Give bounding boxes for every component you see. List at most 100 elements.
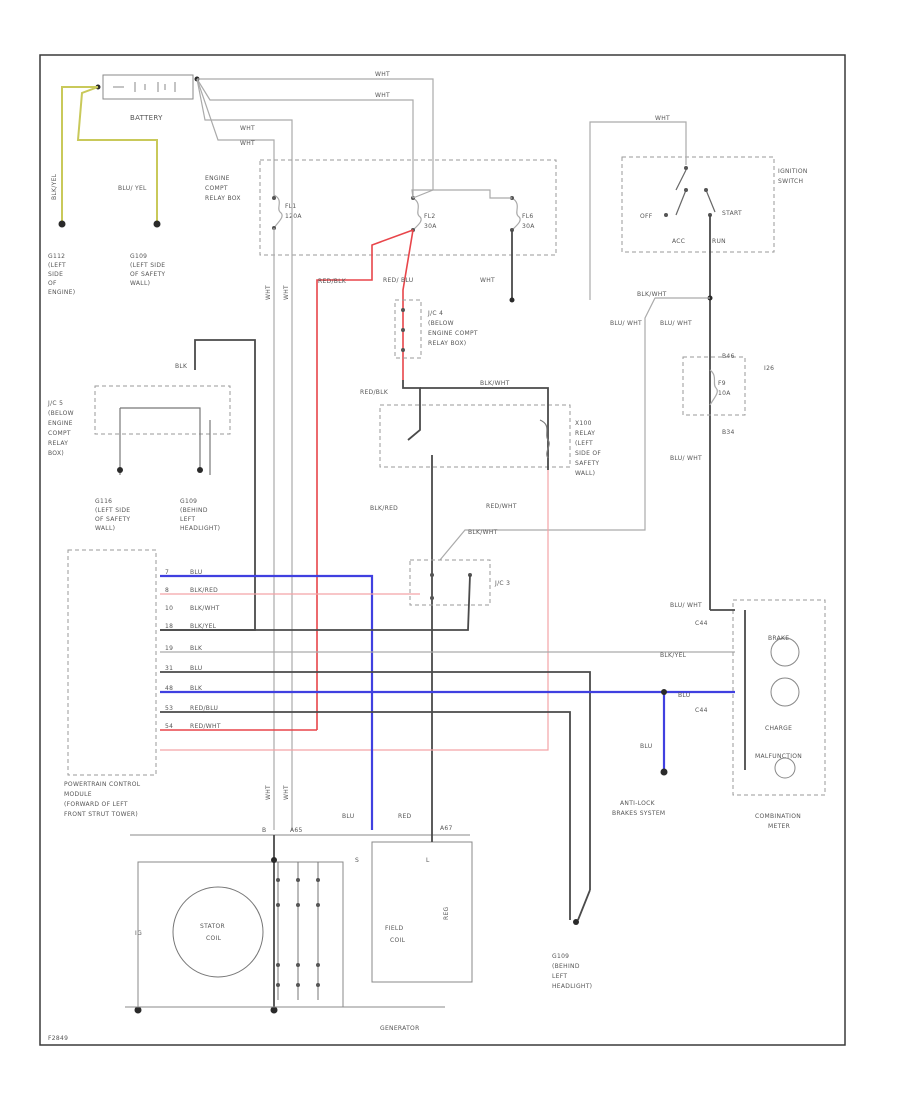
g109-bottom-label: G109 (BEHIND LEFT HEADLIGHT) — [552, 953, 592, 990]
svg-text:X100: X100 — [575, 420, 592, 427]
pcm-10-blk-wht-wire — [160, 574, 471, 631]
jc3-label: J/C 3 — [494, 580, 510, 587]
pcm-pin-wire-color: BLK — [190, 685, 203, 692]
blk-yel-wire-g112 — [61, 86, 98, 222]
svg-text:ENGINE: ENGINE — [48, 420, 73, 427]
connector-dot — [271, 857, 277, 863]
x100-relay-box — [379, 404, 571, 468]
svg-text:COIL: COIL — [206, 935, 222, 942]
svg-text:FIELD: FIELD — [385, 925, 404, 932]
svg-text:30A: 30A — [522, 223, 535, 230]
ground-g109-top — [153, 220, 161, 228]
svg-text:BOX): BOX) — [48, 450, 64, 457]
connector-c44: C44 — [695, 707, 708, 714]
fuse-fl2: FL2 30A — [411, 196, 437, 232]
wire-label: BLU/ YEL — [118, 185, 147, 192]
ground-wire — [577, 889, 591, 921]
wire-label: BLK/WHT — [637, 291, 667, 298]
svg-text:OF SAFETY: OF SAFETY — [130, 271, 165, 278]
battery-label: BATTERY — [130, 114, 163, 122]
svg-text:J/C 4: J/C 4 — [427, 310, 443, 317]
battery — [95, 74, 200, 100]
ignition-off-label: OFF — [640, 213, 653, 220]
g116-label: G116 (LEFT SIDE OF SAFETY WALL) — [95, 498, 130, 532]
svg-text:RELAY: RELAY — [48, 440, 68, 447]
connector-dot — [684, 188, 688, 192]
svg-text:FL2: FL2 — [424, 213, 436, 220]
wire-label: BLU — [678, 692, 690, 699]
diagram-code: F2849 — [48, 1035, 68, 1042]
fuse-fl6: FL6 30A — [510, 196, 535, 232]
connector-c44: C44 — [695, 620, 708, 627]
svg-text:WALL): WALL) — [95, 525, 115, 532]
connector-dot — [401, 348, 405, 352]
svg-text:LEFT: LEFT — [180, 516, 195, 523]
svg-text:G109: G109 — [180, 498, 197, 505]
svg-text:CHARGE: CHARGE — [765, 725, 792, 732]
ignition-run-label: RUN — [712, 238, 726, 245]
wire-label: WHT — [375, 71, 390, 78]
connector-dot — [430, 596, 434, 600]
svg-text:WALL): WALL) — [575, 470, 595, 477]
ground-g109-mid — [197, 467, 203, 473]
switch-contact — [675, 169, 687, 191]
blu-wht-label-2: BLU/ WHT — [610, 320, 642, 327]
svg-text:G109: G109 — [130, 253, 147, 260]
svg-text:F9: F9 — [718, 380, 726, 387]
svg-text:30A: 30A — [424, 223, 437, 230]
svg-text:(BELOW: (BELOW — [48, 410, 74, 417]
svg-text:ANTI-LOCK: ANTI-LOCK — [620, 800, 656, 807]
svg-text:(LEFT SIDE: (LEFT SIDE — [95, 507, 130, 514]
svg-text:120A: 120A — [285, 213, 302, 220]
svg-text:OF: OF — [48, 280, 57, 287]
connector-b46: B46 — [722, 353, 735, 360]
field-coil: FIELD COIL — [385, 925, 406, 944]
generator-terminal-ig: IG — [135, 930, 142, 937]
svg-text:COIL: COIL — [390, 937, 406, 944]
fuse-f9-box — [682, 356, 746, 416]
wire-label: WHT — [655, 115, 670, 122]
red-wht-wire — [160, 470, 549, 751]
generator-label: GENERATOR — [380, 1025, 420, 1032]
svg-text:G112: G112 — [48, 253, 65, 260]
ignition-switch-label: IGNITION SWITCH — [778, 168, 807, 185]
connector-dot — [664, 213, 668, 217]
pcm-pin-number: 48 — [165, 685, 173, 692]
jc5-bus — [120, 407, 201, 470]
svg-text:BRAKES SYSTEM: BRAKES SYSTEM — [612, 810, 665, 817]
wht-to-ignition — [589, 121, 687, 300]
g109-mid-label: G109 (BEHIND LEFT HEADLIGHT) — [180, 498, 220, 532]
abs-connector — [660, 768, 668, 776]
connector-dot — [704, 188, 708, 192]
diagram-frame — [39, 54, 846, 1046]
wire-label: RED/BLK — [360, 389, 389, 396]
svg-text:G116: G116 — [95, 498, 112, 505]
connector-dot — [270, 1006, 278, 1014]
wht-to-fl2 — [412, 160, 434, 199]
regulator-housing — [371, 841, 473, 983]
rectifier-bridge — [276, 862, 320, 1000]
svg-text:ENGINE COMPT: ENGINE COMPT — [428, 330, 478, 337]
red-blk-wire — [316, 229, 414, 730]
connector-a65: A65 — [290, 827, 303, 834]
wire-label: WHT — [283, 285, 290, 300]
pcm-pin-number: 31 — [165, 665, 173, 672]
wire-label: WHT — [480, 277, 495, 284]
svg-text:RELAY: RELAY — [575, 430, 595, 437]
pcm-pin-number: 8 — [165, 587, 169, 594]
malfunction-lamp: MALFUNCTION — [755, 753, 802, 779]
connector-dot — [401, 328, 405, 332]
svg-text:BLU/ WHT: BLU/ WHT — [610, 320, 642, 327]
pcm-pin-number: 53 — [165, 705, 173, 712]
pcm-pin-wire-color: BLU — [190, 665, 202, 672]
pcm-pin-wire-color: BLK/YEL — [190, 623, 217, 630]
relay-contact — [402, 380, 421, 441]
pcm-48-blk-wire — [160, 711, 571, 890]
pcm-pin-number: 19 — [165, 645, 173, 652]
svg-text:SIDE OF: SIDE OF — [575, 450, 601, 457]
ignition-start-label: START — [722, 210, 742, 217]
engine-compt-relay-box — [259, 159, 557, 256]
svg-text:FRONT STRUT TOWER): FRONT STRUT TOWER) — [64, 811, 138, 818]
wire-label: BLU/ WHT — [670, 455, 702, 462]
